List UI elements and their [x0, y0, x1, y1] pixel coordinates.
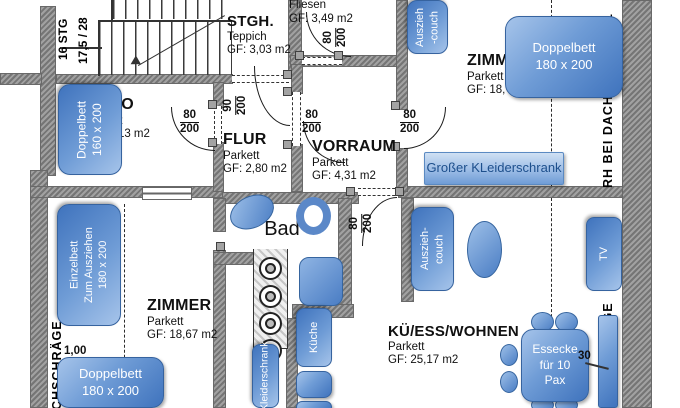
wall	[396, 0, 408, 110]
room-label-flur: FLUR Parkett GF: 2,80 m2	[223, 131, 287, 176]
wall-opening	[302, 57, 342, 65]
door-dim-label: 80 200	[322, 27, 349, 47]
wall-post	[346, 187, 355, 196]
stair-step-label: 17,5 / 28	[76, 17, 90, 64]
stair-dim-line	[60, 47, 102, 49]
couch-wohnen: Auszieh- couch	[411, 207, 454, 291]
wall-post	[283, 70, 292, 79]
couch-nord: Auszieh -couch	[407, 0, 448, 54]
wall	[213, 250, 226, 408]
door-dim-label: 80 200	[348, 213, 375, 233]
wall-post	[283, 140, 292, 149]
wall-post	[208, 100, 217, 109]
door-dim-label: 80 200	[180, 109, 200, 135]
wall	[291, 144, 303, 192]
roof-slope-line	[551, 198, 552, 408]
door-dim-label: 80 200	[302, 109, 322, 135]
wall	[286, 318, 298, 408]
wall-post	[334, 51, 343, 60]
essecke: Essecke für 10 Pax	[521, 329, 589, 402]
wall	[213, 82, 224, 108]
wall-post	[208, 138, 217, 147]
wall-post	[391, 101, 400, 110]
stair-line	[98, 20, 232, 22]
door-dim-label: 80 200	[400, 109, 420, 135]
room-label-wohnen: KÜ/ESS/WOHNEN Parkett GF: 25,17 m2	[388, 323, 519, 367]
bed-doppelbett-buero: Doppelbett 160 x 200	[58, 84, 122, 175]
dimension-label: 30	[578, 350, 591, 362]
kueche: Küche	[296, 308, 332, 367]
stair-treads	[99, 22, 232, 75]
toilet	[296, 197, 331, 235]
stove-burner-icon	[259, 312, 282, 335]
wall	[30, 186, 223, 198]
dining-chair	[500, 344, 518, 366]
wall-opening	[292, 92, 301, 146]
shower	[299, 257, 343, 306]
stair-treads	[113, 0, 232, 19]
wall	[213, 252, 265, 265]
wall-post	[395, 187, 404, 196]
wall-post	[295, 51, 304, 60]
stair-count-label: 16 STG	[56, 18, 70, 60]
sideboard	[598, 315, 618, 408]
kitchen-unit-box	[296, 401, 332, 408]
wall	[401, 198, 414, 302]
room-label-zimmer-sued: ZIMMER Parkett GF: 18,67 m2	[147, 297, 218, 342]
room-label-vorraum: VORRAUM Parkett GF: 4,31 m2	[312, 138, 397, 183]
window	[142, 187, 192, 200]
wall-post	[391, 142, 400, 151]
kleiderschrank: Kleiderschrank	[252, 341, 279, 408]
door-dim-label: 90 200	[222, 95, 249, 115]
room-label-stgh: STGH. Teppich GF: 3,03 m2	[227, 13, 291, 57]
bed-doppelbett-sued: Doppelbett 180 x 200	[57, 357, 164, 408]
coffee-table	[467, 221, 502, 278]
stove-burner-icon	[259, 257, 282, 280]
dimension-label: 1,00	[64, 345, 87, 357]
kitchen-unit-box	[296, 371, 332, 398]
wall-post	[216, 242, 225, 251]
wardrobe-gross: Großer KLeiderschrank	[424, 152, 564, 185]
stair-line	[111, 0, 113, 20]
wall	[396, 148, 408, 192]
wall	[291, 64, 303, 94]
wall	[622, 0, 652, 408]
wall-opening	[358, 188, 400, 196]
room-label-wc: Fliesen GF: 3,49 m2	[289, 0, 353, 25]
wall	[56, 74, 233, 84]
stove-burner-icon	[259, 285, 282, 308]
wall	[213, 142, 224, 192]
wall	[40, 6, 56, 176]
wall-post	[283, 87, 292, 96]
bed-einzelbett: Einzelbett Zum Ausziehen 180 x 200	[57, 204, 121, 326]
dining-chair	[500, 371, 518, 393]
roof-slope-line	[124, 204, 125, 408]
wall	[30, 170, 48, 408]
wall	[213, 198, 226, 232]
tv: TV	[586, 217, 622, 291]
bed-doppelbett-nord: Doppelbett 180 x 200	[505, 16, 623, 98]
wall	[0, 73, 42, 85]
wall	[398, 186, 652, 198]
